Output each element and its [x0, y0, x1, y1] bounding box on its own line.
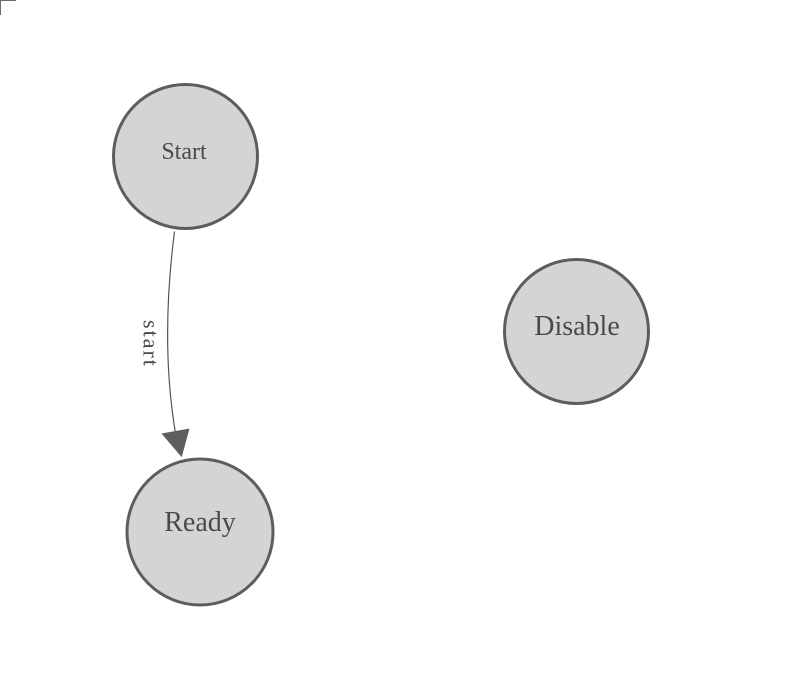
canvas-corner-icon — [0, 0, 16, 15]
node-disable[interactable]: Disable — [503, 258, 650, 405]
edge-label[interactable]: start — [139, 320, 164, 368]
node-start[interactable]: Start — [112, 83, 259, 230]
edge-path[interactable] — [167, 231, 177, 437]
node-disable-label: Disable — [534, 311, 620, 342]
node-start-circle[interactable] — [112, 83, 259, 230]
node-ready[interactable]: Ready — [125, 457, 275, 607]
edge-start-to-ready[interactable]: start — [139, 231, 190, 458]
node-ready-circle[interactable] — [125, 457, 275, 607]
node-disable-circle[interactable] — [503, 258, 650, 405]
node-start-label: Start — [161, 139, 207, 165]
node-ready-label: Ready — [164, 507, 236, 538]
arrowhead-icon — [161, 428, 190, 458]
